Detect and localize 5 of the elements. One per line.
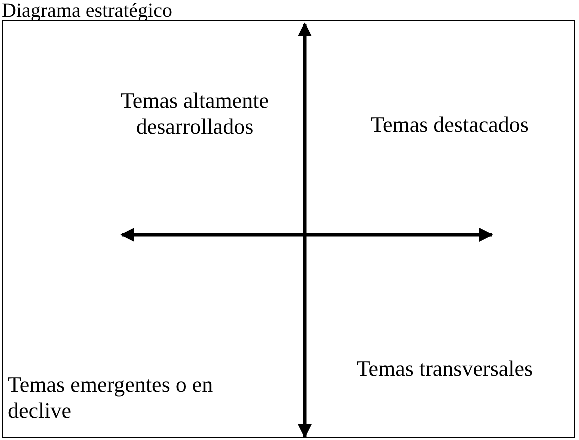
quadrant-label: Temas destacados <box>370 112 530 138</box>
quadrant-label: Temas altamente desarrollados <box>120 88 270 140</box>
diagram-title: Diagrama estratégico <box>2 0 172 20</box>
quadrant-label: Temas transversales <box>356 356 534 382</box>
quadrant-label: Temas emergentes o en declive <box>8 372 214 424</box>
